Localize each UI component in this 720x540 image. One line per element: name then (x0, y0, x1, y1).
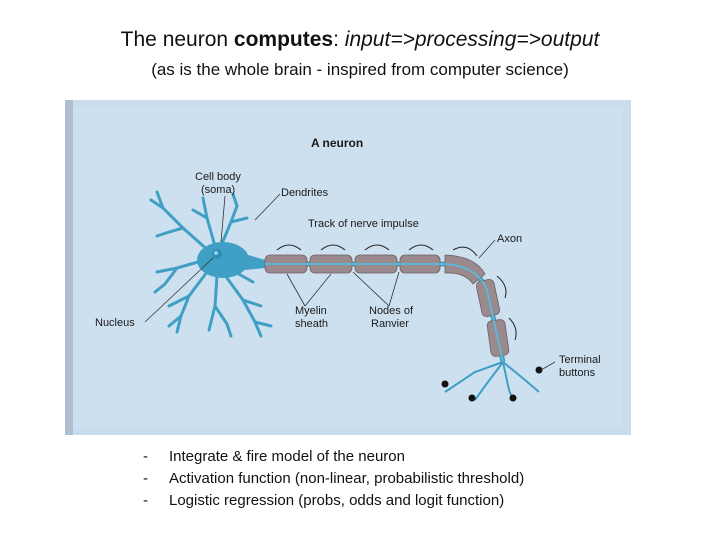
label-axon: Axon (497, 233, 522, 245)
slide-subtitle: (as is the whole brain - inspired from c… (151, 60, 569, 79)
label-nucleus: Nucleus (95, 317, 135, 329)
figure-heading: A neuron (311, 136, 363, 150)
slide-title: The neuron computes: input=>processing=>… (0, 28, 720, 52)
neuron-figure: A neuron Cell body (soma) Dendrites Trac… (65, 100, 631, 435)
label-nodes: Nodes of (369, 305, 414, 317)
label-cell-body: Cell body (195, 171, 241, 183)
figure-left-edge (65, 100, 73, 435)
label-track: Track of nerve impulse (308, 218, 419, 230)
label-terminal: Terminal (559, 354, 601, 366)
bullet-item: - Integrate & fire model of the neuron (143, 446, 524, 468)
title-italic: input=>processing=>output (344, 28, 600, 51)
bullet-item: - Activation function (non-linear, probab… (143, 468, 524, 490)
bullet-text: Activation function (non-linear, probabi… (169, 470, 525, 487)
bullet-text: Logistic regression (probs, odds and log… (169, 492, 505, 509)
label-buttons: buttons (559, 367, 596, 379)
title-prefix: The neuron (120, 28, 234, 51)
bullet-dash: - (143, 470, 148, 487)
axon-core-line (265, 263, 504, 363)
bullet-dash: - (143, 448, 148, 465)
myelin-sheath-segments (264, 254, 510, 357)
label-leaders (144, 193, 556, 371)
bullet-item: - Logistic regression (probs, odds and lo… (143, 490, 524, 512)
title-bold: computes (233, 28, 334, 51)
label-myelin: Myelin (295, 305, 327, 317)
terminal-branches (444, 361, 540, 401)
nucleolus (214, 251, 218, 255)
bullet-list: - Integrate & fire model of the neuron - A… (143, 446, 524, 512)
label-dendrites: Dendrites (281, 187, 329, 199)
label-ranvier: Ranvier (371, 318, 409, 330)
soma (197, 242, 249, 278)
label-soma: (soma) (201, 184, 235, 196)
dendrites-branches (149, 190, 273, 338)
impulse-arrows (276, 244, 517, 341)
bullet-dash: - (143, 492, 148, 509)
label-sheath: sheath (295, 318, 328, 330)
axon-hillock (245, 254, 265, 270)
bullet-text: Integrate & fire model of the neuron (169, 448, 405, 465)
title-sep: : (333, 28, 345, 51)
terminal-buttons-dots (441, 366, 543, 402)
neuron-diagram: A neuron Cell body (soma) Dendrites Trac… (65, 100, 631, 435)
